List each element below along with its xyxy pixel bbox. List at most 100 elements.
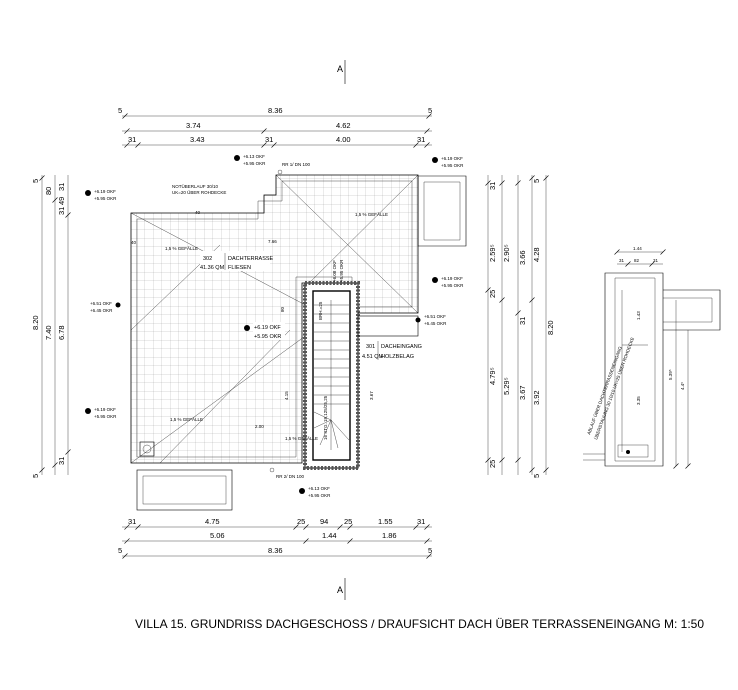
svg-text:5.39⁵: 5.39⁵ <box>668 369 673 380</box>
svg-text:4.51 QM: 4.51 QM <box>362 354 384 360</box>
svg-text:+6.19 OKF: +6.19 OKF <box>441 156 463 161</box>
svg-text:8.20: 8.20 <box>546 320 555 335</box>
svg-text:2.00: 2.00 <box>255 424 264 429</box>
svg-text:40: 40 <box>131 240 137 245</box>
level-marker-stair: +6.08 OKF +5.95 OKR <box>332 259 344 282</box>
svg-text:1.44: 1.44 <box>322 531 337 540</box>
level-marker-left-top: +6.19 OKF +5.95 OKR <box>85 189 117 201</box>
svg-text:31: 31 <box>619 258 625 263</box>
svg-text:RR 1/ DN 100: RR 1/ DN 100 <box>282 162 311 167</box>
level-marker-bottom: +6.13 OKF +5.95 OKR <box>299 486 331 498</box>
svg-text:UK=20 ÜBER ROHDECKE: UK=20 ÜBER ROHDECKE <box>172 189 226 195</box>
drawing-notes: RR 1/ DN 100 RR 2/ DN 100 NOTÜBERLAUF 30… <box>131 162 388 479</box>
svg-text:25: 25 <box>488 460 497 468</box>
top-dimensions: 5 5 8.36 3.74 4.62 31 3.43 31 4.00 31 <box>118 106 432 148</box>
svg-text:40: 40 <box>195 210 201 215</box>
svg-text:5: 5 <box>532 474 541 478</box>
svg-text:7.40: 7.40 <box>44 325 53 340</box>
svg-text:16 STG. 18,125/25,25: 16 STG. 18,125/25,25 <box>323 395 328 440</box>
svg-text:4.15: 4.15 <box>284 391 289 400</box>
svg-text:+6.19 OKF: +6.19 OKF <box>94 407 116 412</box>
svg-text:+6.45 OKR: +6.45 OKR <box>424 321 447 326</box>
svg-text:DACHTERRASSE: DACHTERRASSE <box>228 256 274 262</box>
svg-text:ÜBERSTAUUNG 30 10/10 UK=25 ÜBE: ÜBERSTAUUNG 30 10/10 UK=25 ÜBER ROHDECKE <box>592 336 635 440</box>
svg-text:25: 25 <box>344 517 352 526</box>
room-entry-label: 301 DACHEINGANG 4.51 QM HOLZBELAG <box>362 341 422 360</box>
svg-text:5.29⁵: 5.29⁵ <box>502 377 511 395</box>
level-marker-left-mid: +6.51 OKF +6.45 OKR <box>90 301 121 313</box>
right-dimensions: 31 2.59⁵ 2.90⁵ 25 3.66 4.28 8.20 31 4.79… <box>485 175 555 478</box>
svg-text:5: 5 <box>31 474 40 478</box>
svg-text:31: 31 <box>57 457 66 465</box>
room-terrace-label: 302 DACHTERRASSE 41.36 QM FLIESEN <box>200 251 274 271</box>
stair-core <box>303 281 419 470</box>
section-label: A <box>337 64 343 74</box>
svg-text:31: 31 <box>128 135 136 144</box>
svg-text:2.59⁵: 2.59⁵ <box>488 244 497 262</box>
svg-text:5: 5 <box>31 179 40 183</box>
svg-text:1,5 % GEFÄLLE: 1,5 % GEFÄLLE <box>285 435 318 441</box>
svg-text:5: 5 <box>428 546 432 555</box>
svg-text:31: 31 <box>417 135 425 144</box>
level-marker-center: +6.19 OKF +5.95 OKR <box>244 322 285 340</box>
svg-text:RR 2/ DN 100: RR 2/ DN 100 <box>276 474 305 479</box>
svg-text:+6.19 OKF: +6.19 OKF <box>441 276 463 281</box>
svg-text:+5.95 OKR: +5.95 OKR <box>308 493 331 498</box>
level-markers: +6.19 OKF +5.95 OKR +6.08 OKF +5.95 OKR … <box>85 154 464 498</box>
svg-text:+5.95 OKR: +5.95 OKR <box>441 163 464 168</box>
level-marker-right-mid: +6.51 OKF +6.45 OKR <box>415 314 447 326</box>
svg-text:80: 80 <box>44 187 53 195</box>
svg-text:82: 82 <box>634 258 640 263</box>
svg-text:31: 31 <box>488 182 497 190</box>
svg-text:94: 94 <box>320 517 328 526</box>
svg-text:5: 5 <box>532 179 541 183</box>
svg-text:+5.95 OKR: +5.95 OKR <box>441 283 464 288</box>
svg-text:301: 301 <box>366 344 375 350</box>
svg-text:3.67: 3.67 <box>369 391 374 400</box>
left-dimensions: 8.20 7.40 6.78 5 80 31 49 31 31 5 <box>31 175 71 478</box>
svg-text:DACHEINGANG: DACHEINGANG <box>381 344 422 350</box>
svg-text:3.43: 3.43 <box>190 135 205 144</box>
svg-text:+5.95 OKR: +5.95 OKR <box>243 161 266 166</box>
svg-text:31: 31 <box>57 183 66 191</box>
svg-text:1.86: 1.86 <box>382 531 397 540</box>
svg-text:25: 25 <box>488 290 497 298</box>
svg-text:3.67: 3.67 <box>518 385 527 400</box>
section-mark-bottom: A <box>337 578 346 600</box>
svg-text:+6.45 OKR: +6.45 OKR <box>90 308 113 313</box>
svg-text:+5.95 OKR: +5.95 OKR <box>254 334 281 340</box>
svg-text:+6.13 OKF: +6.13 OKF <box>243 154 265 159</box>
svg-text:4.28: 4.28 <box>532 247 541 262</box>
svg-text:2.90⁵: 2.90⁵ <box>502 244 511 262</box>
svg-text:+6.19 OKF: +6.19 OKF <box>254 325 281 331</box>
svg-text:49: 49 <box>57 197 66 205</box>
svg-text:3.74: 3.74 <box>186 121 201 130</box>
svg-text:4.4⁵: 4.4⁵ <box>680 382 685 390</box>
svg-text:31: 31 <box>265 135 273 144</box>
svg-text:1.55: 1.55 <box>378 517 393 526</box>
svg-text:8.36: 8.36 <box>268 106 283 115</box>
svg-text:FLIESEN: FLIESEN <box>228 265 251 271</box>
svg-text:1.44: 1.44 <box>633 246 642 251</box>
svg-text:41.36 QM: 41.36 QM <box>200 265 225 271</box>
section-label: A <box>337 585 343 595</box>
svg-text:+5.95 OKR: +5.95 OKR <box>94 196 117 201</box>
section-mark-top: A <box>337 60 346 84</box>
side-roof-view: 1.44 31 82 31 1.43 3.35 5.39⁵ 4.4⁵ ABLAU… <box>583 246 721 469</box>
svg-text:4.75: 4.75 <box>205 517 220 526</box>
svg-text:3.92: 3.92 <box>532 390 541 405</box>
level-marker-top-right: +6.19 OKF +5.95 OKR <box>432 156 464 168</box>
svg-text:BRH.=25: BRH.=25 <box>318 301 323 320</box>
svg-text:5: 5 <box>428 106 432 115</box>
svg-text:1,5 % GEFÄLLE: 1,5 % GEFÄLLE <box>170 416 203 422</box>
svg-text:31: 31 <box>653 258 659 263</box>
building-outline <box>130 174 467 511</box>
svg-text:4.79⁵: 4.79⁵ <box>488 367 497 385</box>
svg-text:31: 31 <box>417 517 425 526</box>
svg-text:31: 31 <box>57 207 66 215</box>
svg-text:1,5 % GEFÄLLE: 1,5 % GEFÄLLE <box>165 245 198 251</box>
svg-text:5: 5 <box>118 546 122 555</box>
svg-text:1,5 % GEFÄLLE: 1,5 % GEFÄLLE <box>355 211 388 217</box>
svg-text:4.00: 4.00 <box>336 135 351 144</box>
